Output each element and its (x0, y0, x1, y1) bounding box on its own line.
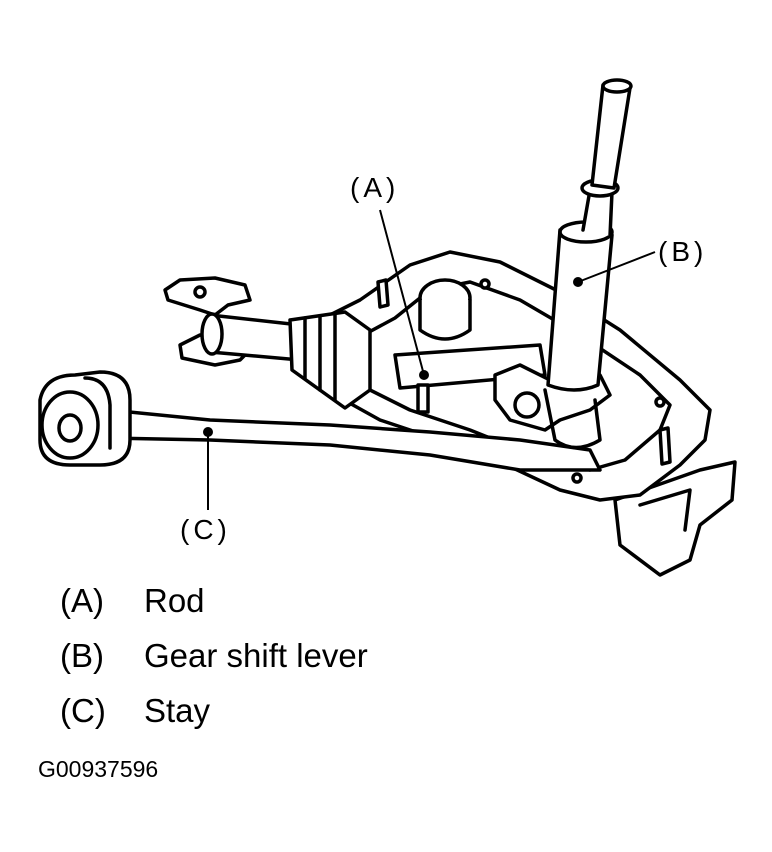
stay-arm (38, 370, 602, 472)
legend-item: (C) Stay (60, 692, 368, 747)
shift-linkage-illustration (38, 78, 737, 577)
leader-lines (203, 209, 656, 510)
legend-item: (B) Gear shift lever (60, 637, 368, 692)
boot (288, 310, 372, 410)
legend: (A) Rod (B) Gear shift lever (C) Stay (60, 582, 368, 747)
gear-shift-lever (546, 78, 633, 392)
callout-c: (C) (180, 514, 231, 545)
legend-item: (A) Rod (60, 582, 368, 637)
pivot-dome (418, 278, 472, 341)
callout-a: (A) (350, 172, 400, 203)
legend-key: (A) (60, 582, 104, 619)
legend-label: Stay (144, 692, 211, 729)
legend-key: (B) (60, 637, 104, 674)
figure-id: G00937596 (38, 756, 159, 782)
shift-rod (200, 312, 302, 362)
legend-label: Gear shift lever (144, 637, 368, 674)
legend-label: Rod (144, 582, 205, 619)
callout-b: (B) (658, 236, 708, 267)
legend-key: (C) (60, 692, 106, 729)
